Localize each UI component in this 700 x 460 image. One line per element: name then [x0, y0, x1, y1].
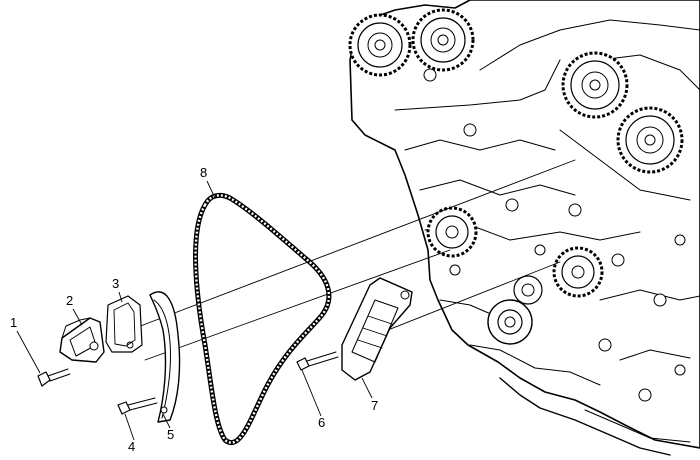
camshaft-sprocket-lower-left [561, 51, 629, 119]
callout-1-label: 1 [10, 315, 17, 330]
callout-5-label: 5 [167, 427, 174, 442]
timing-chain [193, 192, 332, 445]
callout-4: 4 [124, 413, 135, 454]
intermediate-sprocket-left [426, 206, 478, 258]
camshaft-sprocket-upper-right [411, 8, 475, 72]
intermediate-sprocket-right [552, 246, 604, 298]
tensioner-bolt [37, 368, 71, 387]
tensioner-shoe [341, 277, 413, 381]
callout-2-label: 2 [66, 293, 73, 308]
callout-3: 3 [112, 276, 123, 303]
camshaft-sprockets [348, 8, 684, 298]
callout-8: 8 [200, 165, 216, 199]
tensioner-gasket [105, 295, 143, 353]
callout-7: 7 [361, 377, 378, 413]
callout-1: 1 [10, 315, 41, 374]
callout-8-label: 8 [200, 165, 207, 180]
engine-block [349, 0, 700, 456]
callout-7-label: 7 [371, 398, 378, 413]
callout-4-label: 4 [128, 439, 135, 454]
callouts: 1 2 3 4 5 6 7 8 [10, 165, 378, 454]
callout-3-label: 3 [112, 276, 119, 291]
chain-tensioner [59, 317, 105, 363]
camshaft-sprocket-lower-right [616, 106, 684, 174]
chain-guide [149, 291, 181, 423]
guide-bolt [117, 397, 158, 415]
callout-5: 5 [162, 413, 174, 442]
callout-6-label: 6 [318, 415, 325, 430]
shoe-bolt [296, 351, 339, 371]
callout-6: 6 [301, 369, 325, 430]
callout-2: 2 [66, 293, 83, 326]
camshaft-sprocket-upper-left [348, 13, 412, 77]
